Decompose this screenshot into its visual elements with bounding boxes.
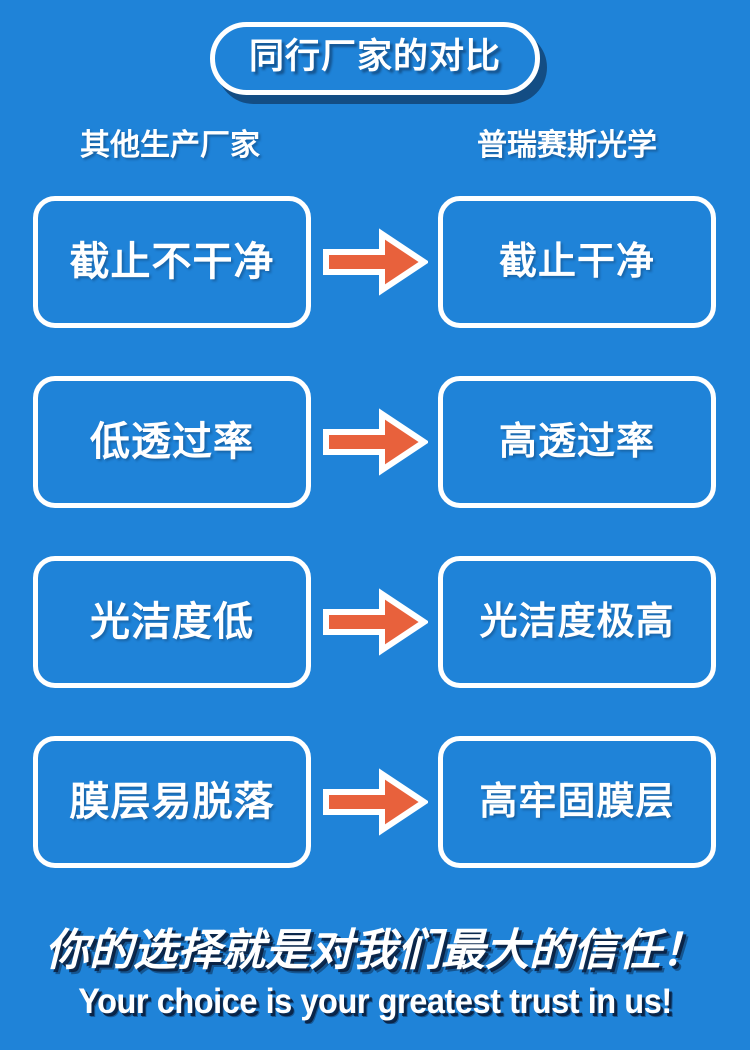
cell-label-right: 高牢固膜层 [479, 781, 675, 823]
column-header-left: 其他生产厂家 [80, 129, 260, 162]
column-headers: 其他生产厂家 普瑞赛斯光学 [0, 126, 750, 166]
cell-label-right: 截止干净 [498, 241, 655, 283]
comparison-cell-right: 高透过率 [438, 376, 716, 508]
comparison-rows: 截止不干净 截止干净 低透过率 高透过率 [0, 196, 750, 916]
comparison-cell-right: 光洁度极高 [438, 556, 716, 688]
cell-label-right: 光洁度极高 [479, 601, 675, 643]
arrow-right-icon [322, 586, 428, 658]
title-pill: 同行厂家的对比 [209, 22, 540, 95]
comparison-cell-left: 膜层易脱落 [33, 736, 311, 868]
comparison-row: 低透过率 高透过率 [0, 376, 750, 508]
comparison-cell-right: 截止干净 [438, 196, 716, 328]
comparison-cell-right: 高牢固膜层 [438, 736, 716, 868]
title-container: 同行厂家的对比 [0, 22, 750, 95]
page-title: 同行厂家的对比 [248, 37, 501, 76]
tagline-chinese: 你的选择就是对我们最大的信任！ [45, 926, 705, 975]
comparison-cell-left: 低透过率 [33, 376, 311, 508]
arrow-right-icon [322, 766, 428, 838]
cell-label-left: 截止不干净 [69, 240, 275, 284]
cell-label-right: 高透过率 [498, 421, 655, 463]
footer-taglines: 你的选择就是对我们最大的信任！ Your choice is your grea… [0, 924, 750, 1024]
column-header-right: 普瑞赛斯光学 [477, 129, 657, 162]
tagline-english: Your choice is your greatest trust in us… [78, 982, 672, 1021]
arrow-right-icon [322, 406, 428, 478]
cell-label-left: 膜层易脱落 [69, 780, 275, 824]
comparison-cell-left: 截止不干净 [33, 196, 311, 328]
cell-label-left: 低透过率 [90, 420, 254, 464]
comparison-row: 光洁度低 光洁度极高 [0, 556, 750, 688]
comparison-cell-left: 光洁度低 [33, 556, 311, 688]
comparison-row: 截止不干净 截止干净 [0, 196, 750, 328]
comparison-row: 膜层易脱落 高牢固膜层 [0, 736, 750, 868]
cell-label-left: 光洁度低 [90, 600, 254, 644]
arrow-right-icon [322, 226, 428, 298]
